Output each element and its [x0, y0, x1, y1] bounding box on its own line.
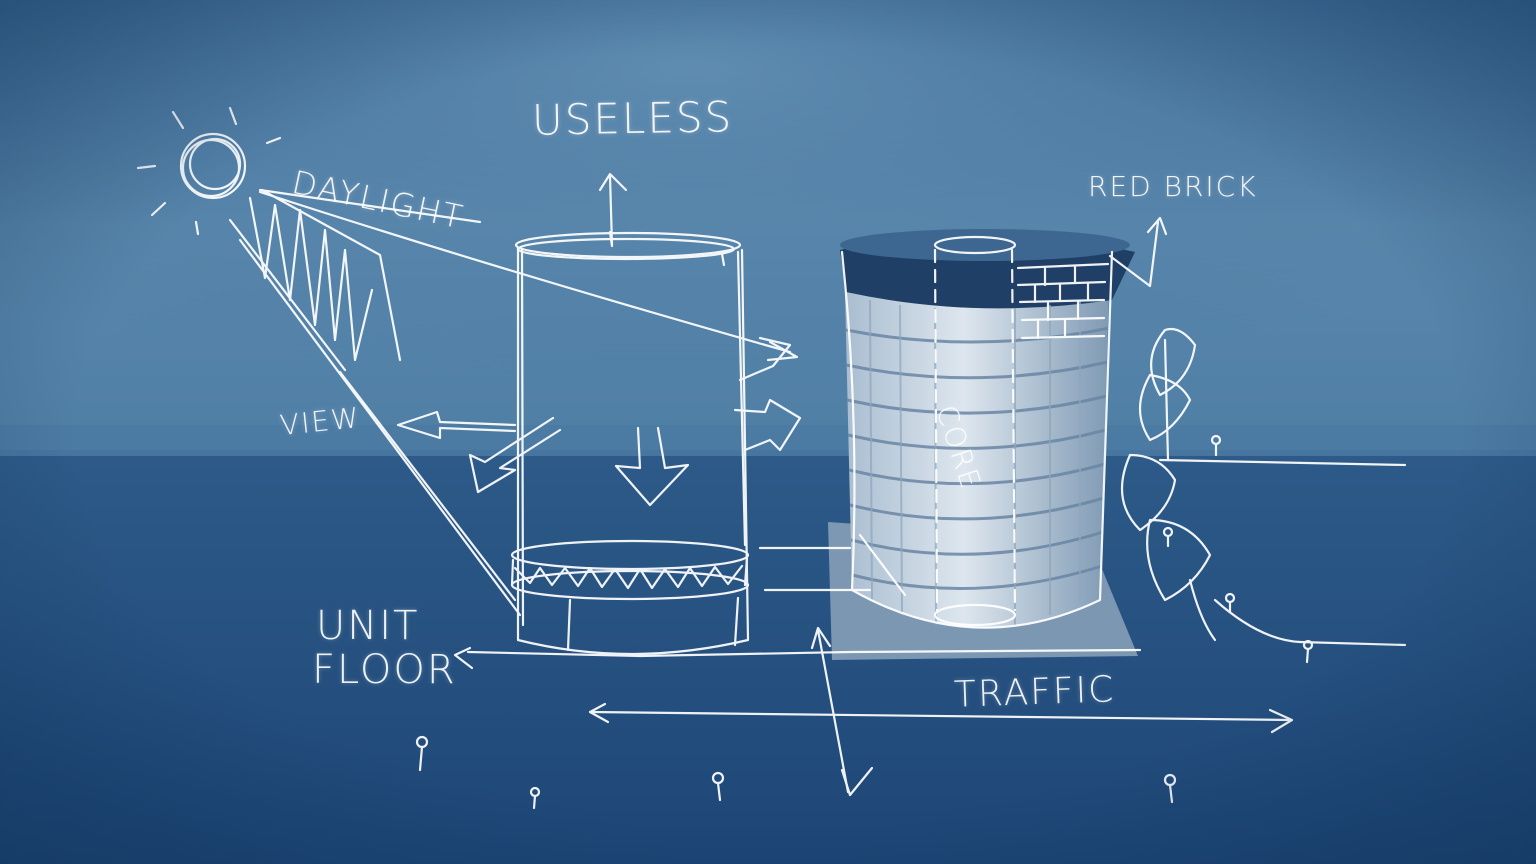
label-red-brick: RED BRICK	[1088, 170, 1258, 203]
label-unit: UNIT	[316, 603, 420, 649]
tower-model	[828, 229, 1138, 660]
label-useless: USELESS	[531, 92, 734, 145]
floor	[0, 456, 1536, 864]
label-view: VIEW	[278, 400, 363, 443]
label-traffic: TRAFFIC	[953, 669, 1116, 716]
label-floor: FLOOR	[312, 647, 457, 693]
